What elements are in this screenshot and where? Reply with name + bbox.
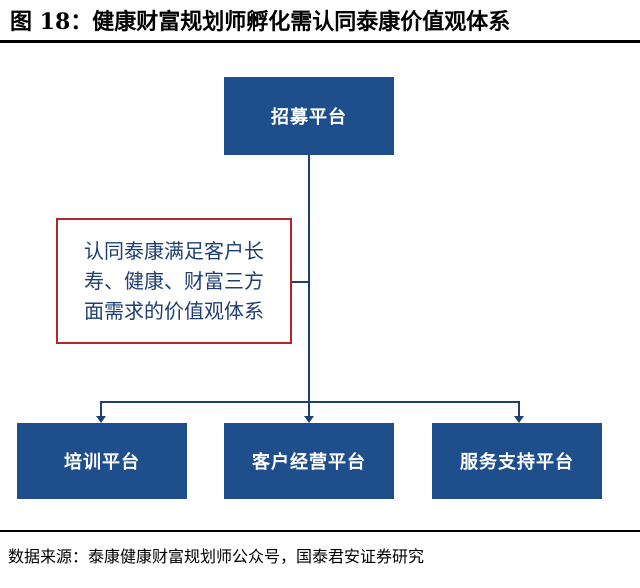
org-diagram: 招募平台 认同泰康满足客户长 寿、健康、财富三方 面需求的价值观体系 培训平台 … xyxy=(0,43,640,530)
service-support-platform-box: 服务支持平台 xyxy=(432,423,602,499)
annotation-connector xyxy=(292,281,308,283)
branch-right-drop xyxy=(518,401,520,418)
branch-connector xyxy=(101,401,520,403)
client-management-platform-box: 客户经营平台 xyxy=(224,423,394,499)
arrowhead-right xyxy=(514,416,524,423)
branch-left-drop xyxy=(100,401,102,418)
arrowhead-middle xyxy=(304,416,314,423)
branch-middle-drop xyxy=(308,401,310,418)
title-rule xyxy=(0,40,640,43)
arrowhead-left xyxy=(96,416,106,423)
source-note: 数据来源：泰康健康财富规划师公众号，国泰君安证券研究 xyxy=(8,547,425,566)
trunk-connector xyxy=(308,155,310,403)
training-platform-box: 培训平台 xyxy=(17,423,187,499)
values-annotation-box: 认同泰康满足客户长 寿、健康、财富三方 面需求的价值观体系 xyxy=(56,218,292,344)
values-annotation-text: 认同泰康满足客户长 寿、健康、财富三方 面需求的价值观体系 xyxy=(84,239,264,323)
figure-title: 图 18：健康财富规划师孵化需认同泰康价值观体系 xyxy=(10,9,511,35)
recruitment-platform-box: 招募平台 xyxy=(224,77,394,155)
footer-rule xyxy=(0,530,640,532)
